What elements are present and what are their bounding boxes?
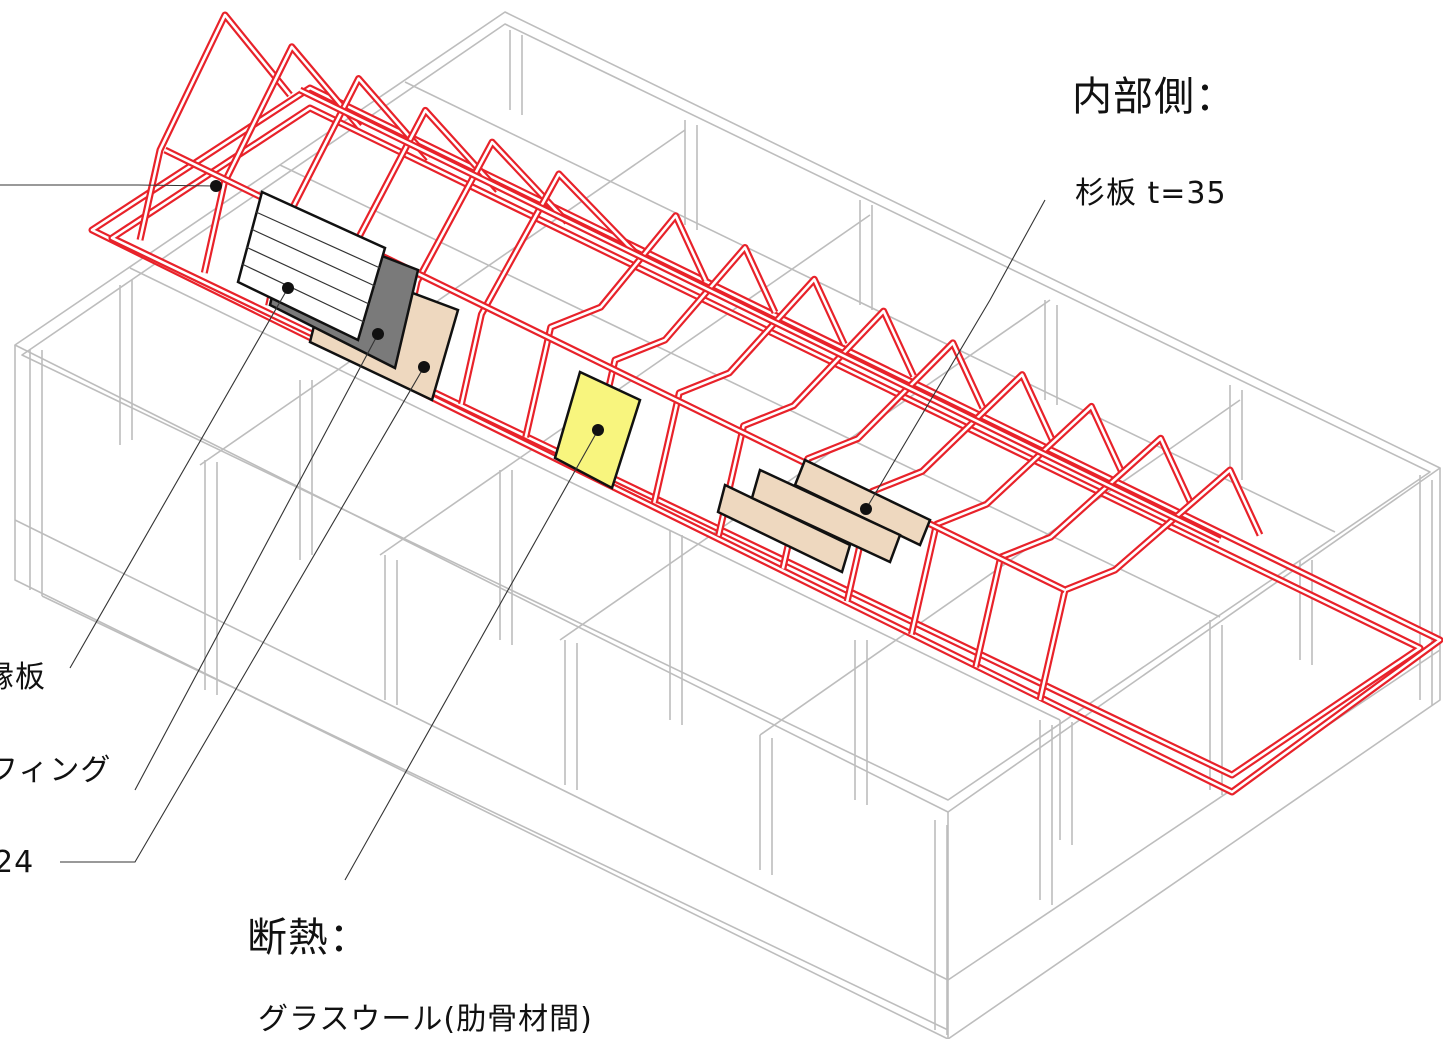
membrane-label: フィング xyxy=(0,753,112,788)
rib-6-core xyxy=(460,172,638,405)
rib-9-core xyxy=(653,277,846,504)
rib-1-core xyxy=(138,13,292,241)
leader-dots xyxy=(210,180,872,515)
dot-interior xyxy=(860,503,872,515)
rib-10-core xyxy=(717,309,915,537)
dot-insulation xyxy=(592,424,604,436)
dot-rafter xyxy=(210,180,222,192)
base-ring-outer-core xyxy=(90,86,1442,794)
dot-roofing xyxy=(282,282,294,294)
leader-membrane xyxy=(134,333,379,791)
insulation-heading: 断熱： xyxy=(247,915,370,961)
leader-interior xyxy=(865,199,1046,510)
rib-13-core xyxy=(910,405,1123,635)
interior-heading: 内部側： xyxy=(1072,74,1236,120)
leader-insulation xyxy=(344,429,599,881)
leader-roofing xyxy=(69,287,289,669)
roofing-label: 縁板 xyxy=(0,660,46,695)
interior-material-label: 杉板 t=35 xyxy=(1075,176,1227,211)
dot-membrane xyxy=(372,328,384,340)
rib-15-core xyxy=(1038,468,1262,701)
wood-board-3 xyxy=(750,468,902,564)
roofing-seams xyxy=(241,211,381,323)
material-panels xyxy=(236,190,932,574)
rib-2-core xyxy=(203,45,361,274)
sheathing-label: 24 xyxy=(0,845,35,880)
dot-sheathing xyxy=(418,361,430,373)
leader-lines xyxy=(0,184,1046,881)
leader-rafter xyxy=(0,184,217,187)
rib-frame xyxy=(88,11,1443,796)
purlin-ridge-core xyxy=(299,88,1221,542)
wood-board-1 xyxy=(793,458,932,547)
insulation-material-label: グラスウール(肋骨材間) xyxy=(258,1002,593,1037)
rib-14-core xyxy=(974,436,1192,668)
leader-sheathing xyxy=(60,366,425,863)
rib-7-core xyxy=(524,214,707,438)
base-ring-inner-core xyxy=(110,106,1422,777)
metal-roofing-panel xyxy=(236,190,387,342)
